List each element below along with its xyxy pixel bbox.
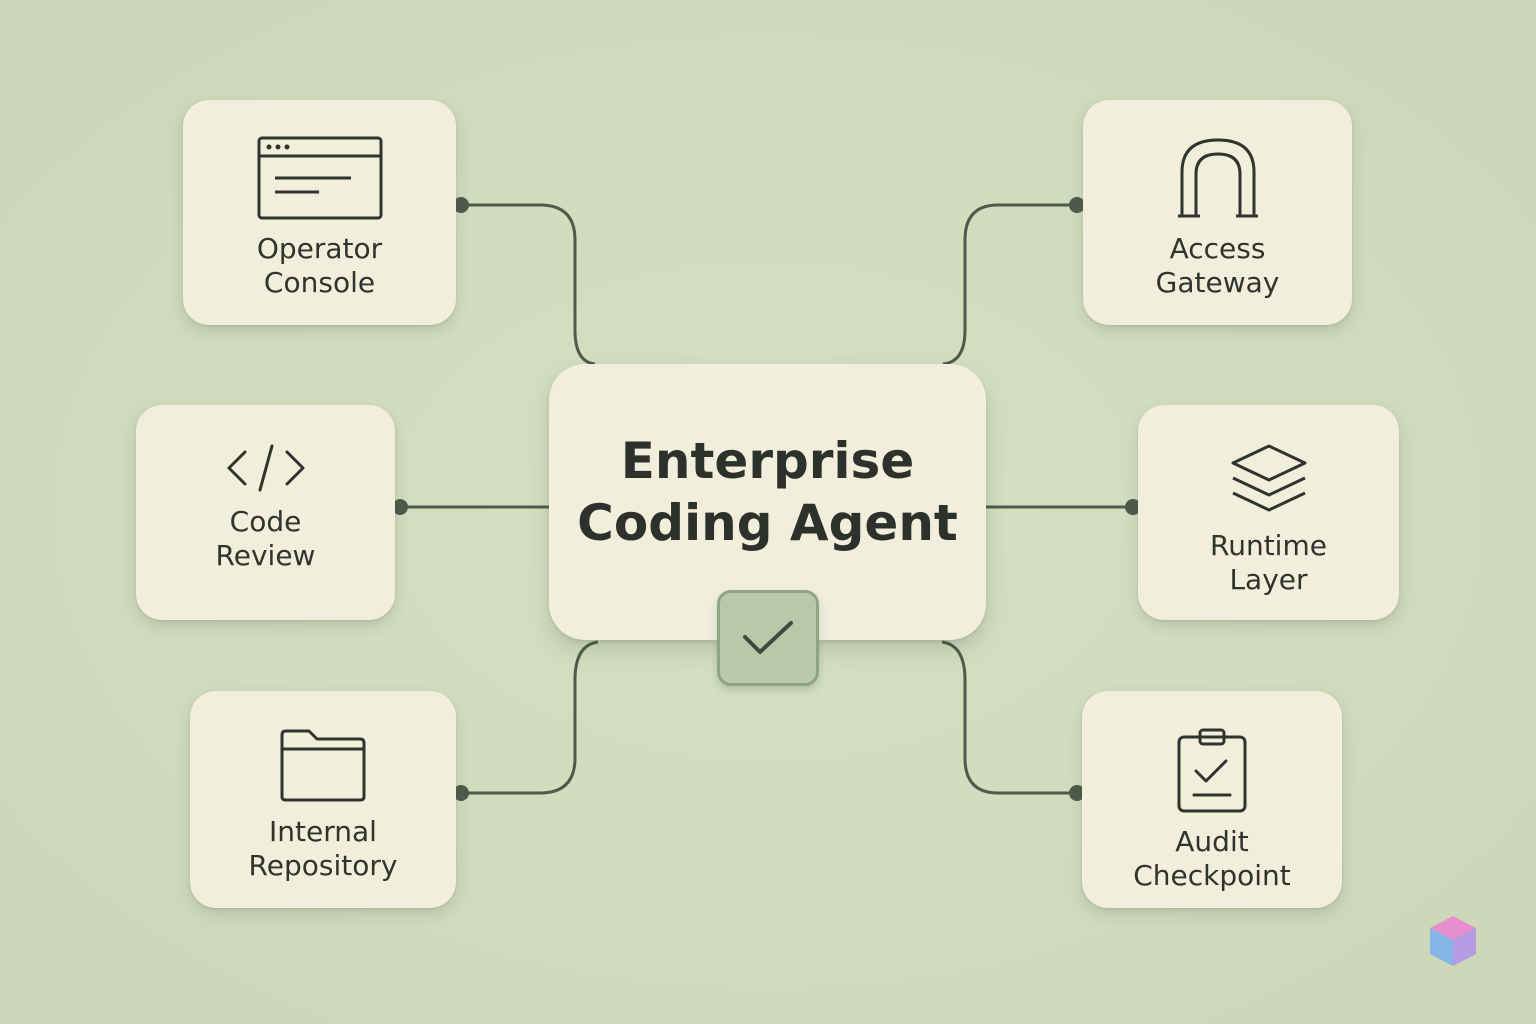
cube-logo-icon (1430, 916, 1476, 966)
connector-dot-operator (453, 197, 469, 213)
node-label: Operator Console (257, 232, 382, 300)
node-label-line: Internal (269, 815, 377, 848)
hub-title-line: Coding Agent (577, 494, 958, 552)
node-label: Audit Checkpoint (1133, 825, 1291, 893)
folder-icon (280, 729, 366, 802)
node-label-line: Layer (1229, 563, 1308, 596)
node-label-line: Runtime (1210, 529, 1327, 562)
hub-enterprise-coding-agent[interactable]: Enterprise Coding Agent (549, 364, 986, 640)
node-code-review[interactable]: Code Review (136, 405, 395, 620)
node-label-line: Gateway (1155, 266, 1280, 299)
check-badge[interactable] (717, 590, 819, 686)
connector-repo (461, 640, 599, 795)
node-runtime-layer[interactable]: Runtime Layer (1138, 405, 1399, 620)
node-label: Code Review (216, 505, 316, 573)
connector-audit (941, 640, 1077, 795)
hub-title: Enterprise Coding Agent (549, 430, 986, 554)
code-brackets-icon (227, 444, 304, 492)
connector-dot-audit (1069, 785, 1085, 801)
node-internal-repository[interactable]: Internal Repository (190, 691, 456, 908)
node-label-line: Review (215, 539, 316, 572)
node-label: Access Gateway (1156, 232, 1280, 300)
check-icon (743, 621, 793, 654)
browser-window-icon (257, 136, 382, 220)
node-label-line: Checkpoint (1133, 859, 1291, 892)
clipboard-check-icon (1177, 728, 1247, 813)
connector-dot-runtime (1125, 499, 1141, 515)
node-label-line: Operator (256, 232, 383, 265)
connector-dot-code (392, 499, 408, 515)
node-label-line: Console (263, 266, 376, 299)
node-label-line: Audit (1175, 825, 1249, 858)
node-label: Internal Repository (249, 815, 398, 883)
connector-dot-repo (453, 785, 469, 801)
layers-icon (1231, 444, 1306, 512)
connector-gateway (942, 203, 1077, 366)
node-label-line: Code (229, 505, 302, 538)
node-access-gateway[interactable]: Access Gateway (1083, 100, 1352, 325)
connector-operator (461, 203, 596, 366)
node-label-line: Access (1169, 232, 1266, 265)
connector-dot-gateway (1069, 197, 1085, 213)
node-label: Runtime Layer (1210, 529, 1327, 597)
node-label-line: Repository (248, 849, 398, 882)
node-operator-console[interactable]: Operator Console (183, 100, 456, 325)
node-audit-checkpoint[interactable]: Audit Checkpoint (1082, 691, 1342, 908)
hub-title-line: Enterprise (620, 432, 915, 490)
archway-icon (1177, 138, 1258, 218)
